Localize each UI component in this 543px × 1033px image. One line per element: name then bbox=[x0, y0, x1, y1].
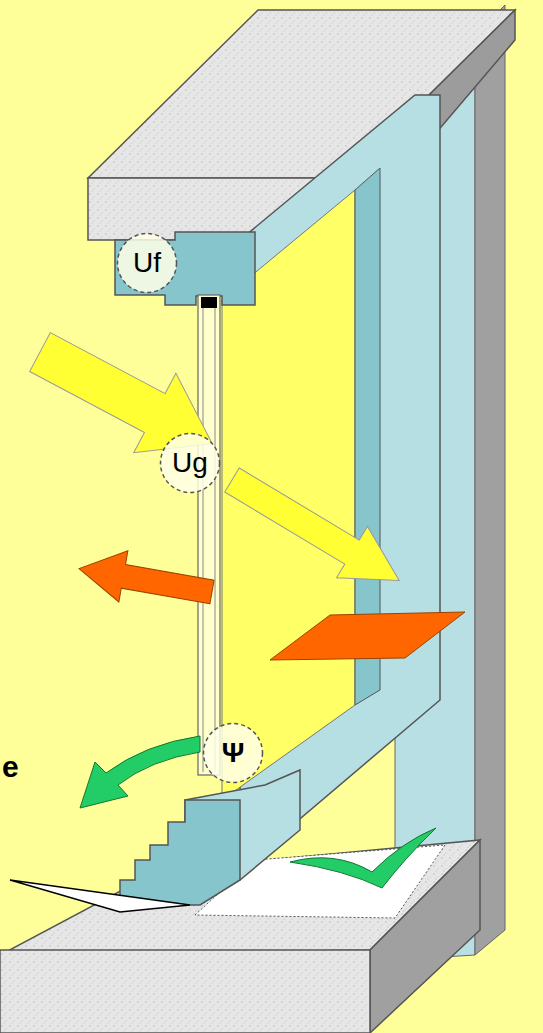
glazing bbox=[198, 295, 220, 775]
head-frame bbox=[115, 232, 255, 305]
u-value-marker: Ug bbox=[159, 432, 221, 494]
solar-arrow bbox=[217, 454, 415, 606]
heat-loss-arrow bbox=[75, 543, 217, 618]
flashing bbox=[10, 880, 190, 912]
edge-loss-arrow bbox=[80, 736, 200, 808]
circle-outline bbox=[161, 434, 220, 493]
sill-frame bbox=[120, 800, 240, 905]
symbol-text: Ψ bbox=[222, 739, 245, 767]
edge-loss-band bbox=[290, 828, 436, 888]
glass-pane-line bbox=[203, 300, 204, 772]
circle-outline bbox=[204, 724, 263, 783]
wall-edge bbox=[475, 5, 505, 955]
symbol-text: Ug bbox=[172, 449, 208, 477]
heat-flow-band bbox=[270, 612, 465, 660]
solar-arrow bbox=[19, 312, 233, 483]
floor-slab-front bbox=[0, 950, 370, 1033]
u-value-marker: Uf bbox=[116, 232, 178, 294]
u-value-marker: Ψ bbox=[202, 722, 264, 784]
spacer bbox=[201, 297, 217, 308]
caption-fragment: e bbox=[2, 752, 19, 782]
symbol-text: Uf bbox=[133, 249, 161, 277]
glass-pane-line bbox=[215, 300, 216, 772]
circle-outline bbox=[118, 234, 177, 293]
